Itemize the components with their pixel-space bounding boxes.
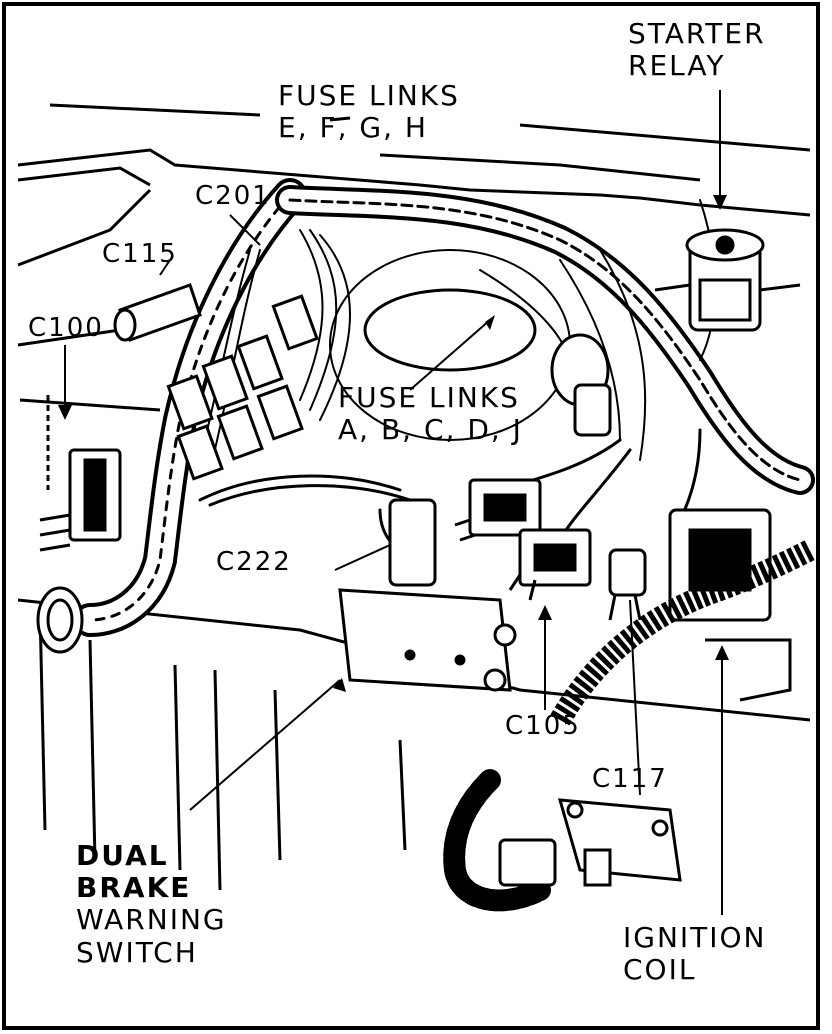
starter-relay-line1: STARTER [628,17,766,50]
reservoir-outline [363,288,537,372]
label-c115: C115 [102,239,178,269]
c105-connectors [454,478,592,601]
wiring-harness [73,178,815,637]
leader-lines [64,90,723,915]
firewall-grommet [36,586,84,654]
label-c117: C117 [592,764,668,794]
ignition-coil-line1: IGNITION [623,921,767,954]
label-fuse-links-top: FUSE LINKS E, F, G, H [278,79,460,145]
label-c100: C100 [28,313,104,343]
fuse-links-mid-line2: A, B, C, D, J [338,413,523,447]
dual-brake-line3: WARNING [76,903,227,937]
dual-brake-line1: DUAL [76,839,169,872]
ignition-coil [668,508,792,702]
c100-connectors [166,294,319,481]
fuse-links-top-line2: E, F, G, H [278,111,428,145]
dual-brake-switch [338,498,517,692]
lower-harness [443,769,682,912]
coil-conduit [550,540,815,726]
label-dual-brake: DUAL BRAKE WARNING SWITCH [76,839,227,969]
label-starter-relay: STARTER RELAY [628,17,766,83]
dual-brake-line2: BRAKE [76,871,192,905]
starter-relay [654,228,801,332]
c115-tube [113,283,202,342]
c100-plug [39,448,122,552]
label-c105: C105 [505,711,581,741]
label-ignition-coil: IGNITION COIL [623,921,767,987]
label-c222: C222 [216,547,292,577]
starter-relay-line2: RELAY [628,49,726,83]
diagram-border [2,2,820,1030]
dual-brake-line4: SWITCH [76,935,198,969]
fuse-link-plug [550,333,612,437]
fuse-links-mid-line1: FUSE LINKS [338,381,520,414]
body-panels [17,103,811,891]
label-fuse-links-mid: FUSE LINKS A, B, C, D, J [338,381,523,447]
arrow-heads [58,195,729,692]
fuse-links-top-line1: FUSE LINKS [278,79,460,112]
ignition-coil-line2: COIL [623,953,697,987]
label-c201: C201 [195,181,271,211]
c117-connector [608,548,647,621]
